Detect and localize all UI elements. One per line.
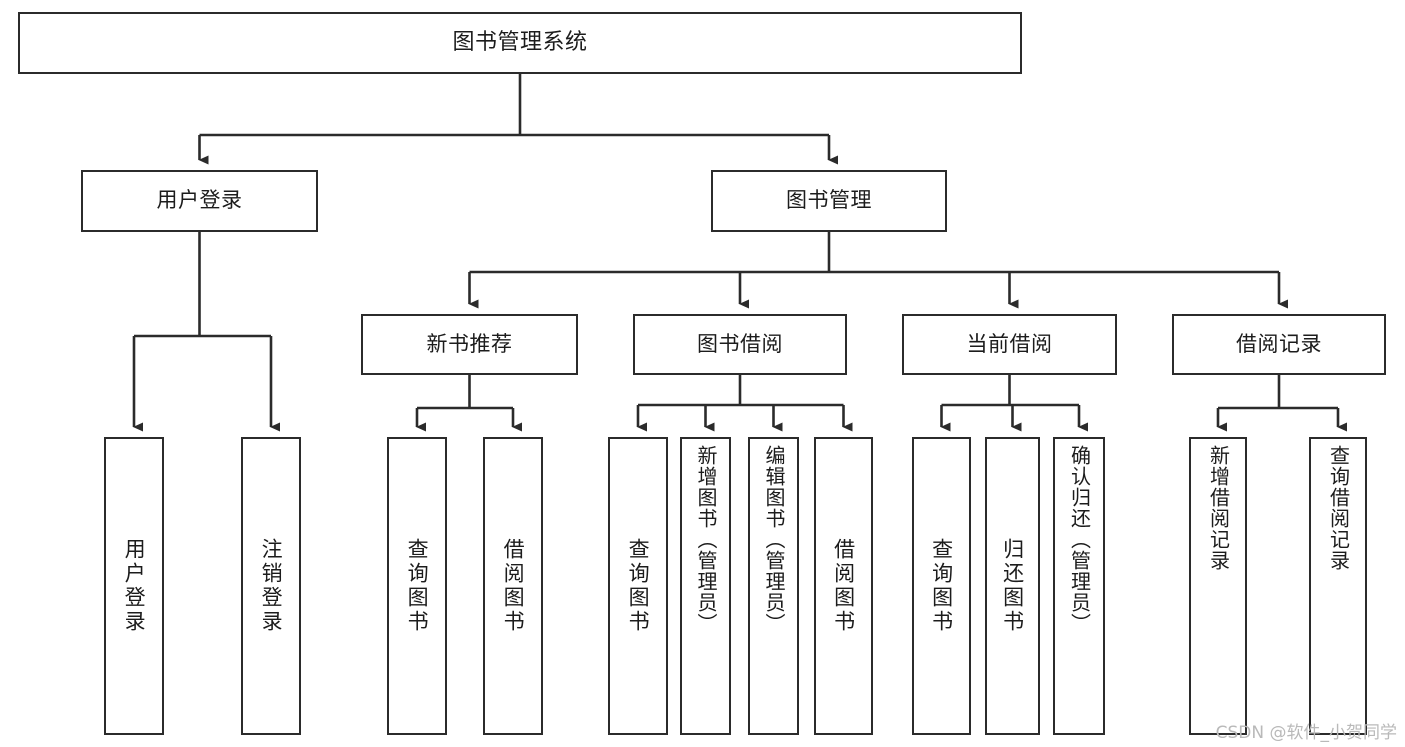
node-label: 新增借阅记录	[1206, 445, 1231, 571]
node-label: 图书管理系统	[452, 29, 588, 55]
node-label: 查询借阅记录	[1326, 445, 1351, 571]
node-l3_7[interactable]: 借阅图书	[814, 437, 873, 735]
node-l1_1[interactable]: 图书管理	[711, 170, 947, 232]
node-l1_0[interactable]: 用户登录	[81, 170, 318, 232]
node-l3_1[interactable]: 注销登录	[241, 437, 301, 735]
node-label: 用户登录	[156, 188, 243, 213]
node-label: 借阅图书	[831, 538, 856, 634]
node-l2_0[interactable]: 新书推荐	[361, 314, 578, 375]
node-label: 查询图书	[626, 538, 651, 634]
node-label: 注销登录	[259, 538, 284, 634]
node-l3_8[interactable]: 查询图书	[912, 437, 971, 735]
node-l3_6[interactable]: 编辑图书（管理员）	[748, 437, 799, 735]
node-l3_9[interactable]: 归还图书	[985, 437, 1040, 735]
node-label: 新书推荐	[426, 331, 513, 356]
node-label: 图书管理	[786, 188, 872, 213]
node-l3_3[interactable]: 借阅图书	[483, 437, 543, 735]
node-label: 借阅图书	[501, 538, 526, 634]
node-l3_11[interactable]: 新增借阅记录	[1189, 437, 1247, 735]
node-label: 查询图书	[929, 538, 954, 634]
node-label: 编辑图书（管理员）	[762, 445, 786, 634]
node-l3_4[interactable]: 查询图书	[608, 437, 668, 735]
node-label: 确认归还（管理员）	[1067, 445, 1092, 634]
node-l3_5[interactable]: 新增图书（管理员）	[680, 437, 731, 735]
node-label: 借阅记录	[1236, 331, 1322, 356]
node-label: 用户登录	[122, 538, 147, 634]
node-l3_2[interactable]: 查询图书	[387, 437, 447, 735]
node-label: 查询图书	[405, 538, 430, 634]
node-label: 归还图书	[1000, 538, 1025, 634]
node-l3_12[interactable]: 查询借阅记录	[1309, 437, 1367, 735]
node-l2_1[interactable]: 图书借阅	[633, 314, 847, 375]
node-l2_3[interactable]: 借阅记录	[1172, 314, 1386, 375]
node-label: 图书借阅	[697, 331, 783, 356]
node-l2_2[interactable]: 当前借阅	[902, 314, 1117, 375]
node-label: 当前借阅	[966, 331, 1053, 356]
node-root[interactable]: 图书管理系统	[18, 12, 1022, 74]
csdn-watermark: CSDN @软件_小贺同学	[1215, 723, 1397, 743]
node-l3_10[interactable]: 确认归还（管理员）	[1053, 437, 1105, 735]
node-label: 新增图书（管理员）	[694, 445, 718, 634]
node-l3_0[interactable]: 用户登录	[104, 437, 164, 735]
